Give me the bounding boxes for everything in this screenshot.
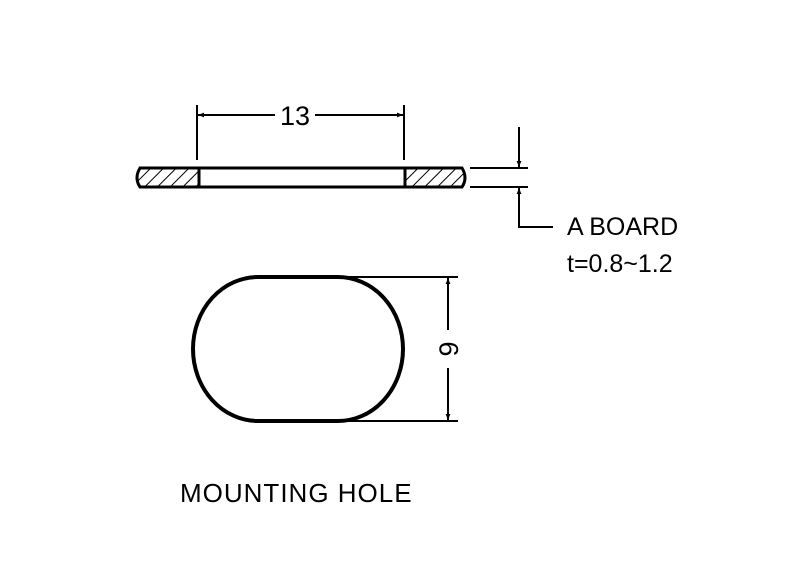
hatched-board-right <box>403 166 467 189</box>
width-dimension-label: 13 <box>280 101 310 131</box>
hole-outline <box>191 275 405 423</box>
thickness-label: t=0.8~1.2 <box>567 250 673 278</box>
height-dimension-label: 9 <box>434 341 464 356</box>
height-dimension: 9 <box>338 276 464 422</box>
section-view <box>135 166 467 189</box>
hatched-board-left <box>135 166 201 189</box>
board-label: A BOARD <box>567 213 678 241</box>
caption: MOUNTING HOLE <box>180 478 413 508</box>
thickness-dimension: A BOARD t=0.8~1.2 <box>470 127 678 278</box>
width-dimension: 13 <box>196 101 405 160</box>
